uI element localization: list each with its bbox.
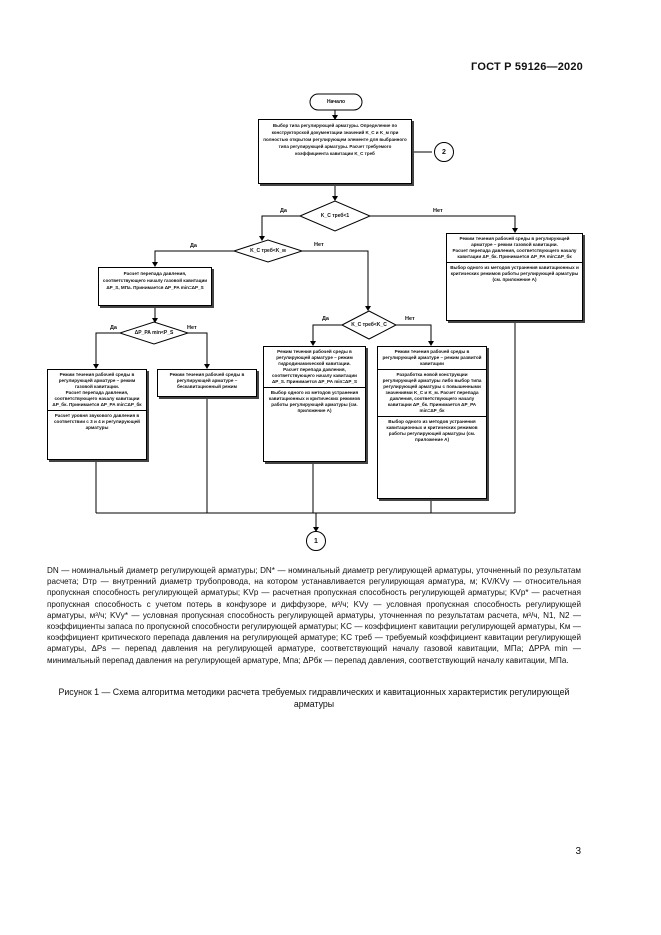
box-calc-gas-pressure: Расчет перепада давления, соответствующе…	[98, 267, 212, 306]
decision-1-shape	[298, 200, 372, 232]
box-dev-top-text: Режим течения рабочей среды в регулирующ…	[382, 349, 482, 366]
box-right-top-text: Режим течения рабочей среды в регулирующ…	[459, 236, 570, 247]
box-hydro-calc-text: Расчет перепада давления, соответствующе…	[271, 367, 358, 384]
box-right-gas-cavitation: Режим течения рабочей среды в регулирующ…	[446, 233, 583, 321]
decision-1-yes: Да	[280, 208, 287, 214]
start-label: Начало	[326, 99, 346, 105]
box-dev-bottom-text: Выбор одного из методов устранения кавит…	[386, 419, 478, 442]
figure-caption: Рисунок 1 — Схема алгоритма методики рас…	[58, 687, 570, 709]
legend-text: DN — номинальный диаметр регулирующей ар…	[47, 566, 581, 665]
decision-2-shape	[232, 239, 304, 263]
box-hydro-text: Режим течения рабочей среды в регулирующ…	[276, 349, 353, 366]
box-hydro-methods-text: Выбор одного из методов устранения кавит…	[268, 390, 361, 413]
box-right-divider	[447, 262, 582, 263]
decision-2-yes: Да	[190, 243, 197, 249]
box-right-mid-text: Расчет перепада давления, соответствующе…	[452, 248, 577, 259]
page-number: 3	[575, 846, 581, 857]
decision-1-text: K_C треб<1	[320, 213, 350, 219]
decision-3-yes: Да	[110, 325, 117, 331]
decision-4-yes: Да	[322, 316, 329, 322]
flowchart-connectors	[93, 93, 518, 532]
box-gas-cav-text: Режим течения рабочей среды в регулирующ…	[58, 372, 136, 389]
decision-4-text: K_C треб<K_C	[351, 322, 387, 328]
box-dev-divider-2	[378, 416, 486, 417]
decision-2-no: Нет	[314, 242, 324, 248]
box-gas-cav-level-text: Расчет уровня звукового давления в соотв…	[54, 413, 140, 430]
decision-3-shape	[118, 321, 190, 345]
box-gas-cav-calc-text: Расчет перепада давления, соответствующе…	[52, 390, 142, 407]
decision-3-no: Нет	[187, 325, 197, 331]
decision-1-no: Нет	[433, 208, 443, 214]
box-dev-divider-1	[378, 369, 486, 370]
box-select-type: Выбор типа регулирующей арматуры. Опреде…	[258, 119, 412, 184]
connector-1: 1	[306, 531, 326, 551]
box-developed-cavitation: Режим течения рабочей среды в регулирующ…	[377, 346, 487, 499]
legend: DN — номинальный диаметр регулирующей ар…	[47, 565, 581, 666]
box-hydro-cavitation: Режим течения рабочей среды в регулирующ…	[263, 346, 366, 462]
connector-2: 2	[434, 142, 454, 162]
decision-2-text: K_C треб<K_м	[250, 248, 286, 254]
decision-4-no: Нет	[405, 316, 415, 322]
box-gas-cav-divider	[48, 410, 146, 411]
box-gas-cavitation-left: Режим течения рабочей среды в регулирующ…	[47, 369, 147, 460]
decision-3-text: ΔP_PA min<P_S	[134, 330, 174, 336]
box-dev-mid-text: Разработка новой конструкции регулирующе…	[382, 372, 482, 413]
box-noncavitation: Режим течения рабочей среды в регулирующ…	[157, 369, 257, 397]
decision-4-shape	[340, 310, 398, 340]
box-hydro-divider	[264, 387, 365, 388]
box-right-bottom-text: Выбор одного из методов устранения кавит…	[450, 265, 579, 282]
standard-header: ГОСТ Р 59126—2020	[471, 61, 583, 73]
start-terminator-shape	[309, 93, 363, 111]
